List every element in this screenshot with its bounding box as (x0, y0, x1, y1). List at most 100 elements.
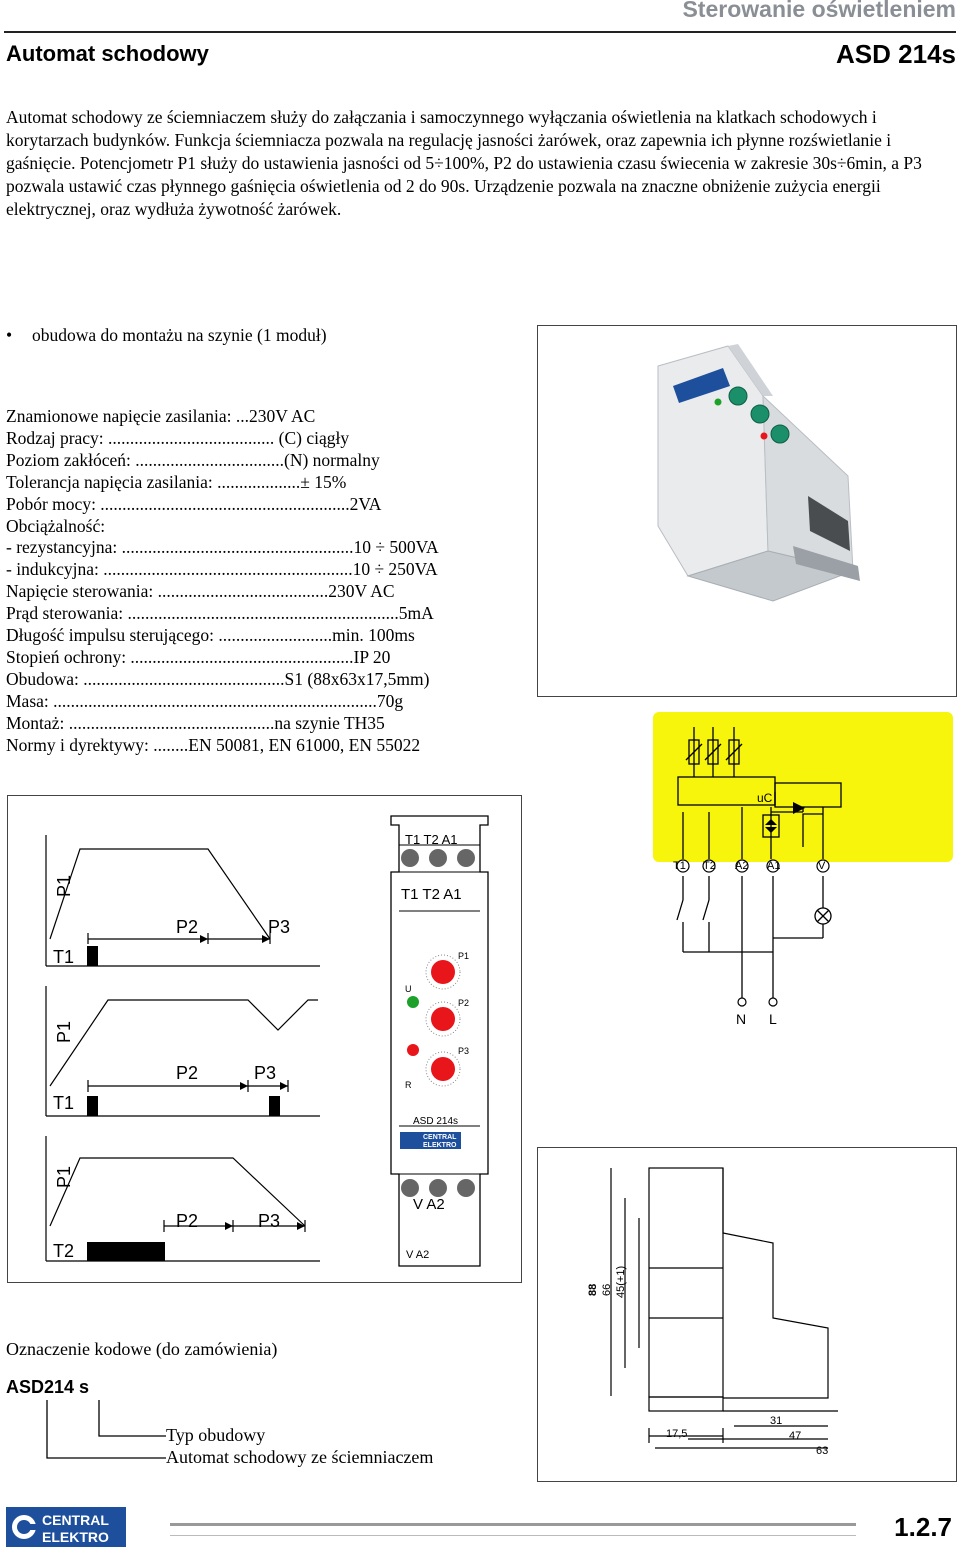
spec-row: Długość impulsu sterującego: ...........… (6, 625, 415, 646)
brand-logo (400, 1132, 461, 1149)
dimension-drawing: 88 66 45(+1) 17,5 31 47 63 (587, 1167, 838, 1457)
p2-label: P2 (176, 1211, 198, 1231)
led-green-icon (714, 398, 722, 406)
terminal-label: V (818, 860, 826, 872)
header-divider (4, 31, 956, 33)
category-header: Sterowanie oświetleniem (682, 0, 956, 22)
terminal-label: T1 (673, 860, 686, 872)
width-17-label: 17,5 (666, 1428, 687, 1440)
p1-axis-label: P1 (54, 875, 74, 897)
terminal-a2 (735, 859, 749, 873)
height-88-label: 88 (587, 1284, 599, 1296)
spec-row: - indukcyjna: ..........................… (6, 559, 438, 580)
p1-panel-label: P1 (458, 951, 469, 961)
t2-label: T2 (53, 1241, 74, 1261)
t1-pulse (269, 1096, 280, 1116)
p3-label: P3 (254, 1063, 276, 1083)
logo-line: CENTRAL (42, 1512, 109, 1528)
p3-label: P3 (268, 917, 290, 937)
brand-line: ELEKTRO (423, 1142, 457, 1149)
terminals-bottom: V A2 (413, 1196, 445, 1213)
spec-row: Montaż: ................................… (6, 712, 385, 733)
p2-panel-label: P2 (458, 998, 469, 1008)
t1-pulse (87, 946, 98, 966)
panel-model: ASD 214s (413, 1116, 458, 1127)
logo-line: ELEKTRO (42, 1529, 109, 1545)
neutral-label: N (736, 1011, 746, 1027)
bullet-dot: • (6, 325, 13, 345)
r-panel-label: R (405, 1080, 412, 1090)
p1-axis-label: P1 (54, 1166, 74, 1188)
order-code-type-label: Typ obudowy (166, 1425, 266, 1445)
height-66-label: 66 (601, 1284, 613, 1296)
p2-knob (750, 404, 770, 424)
led-u-icon (407, 996, 419, 1008)
spec-row: - rezystancyjna: .......................… (6, 537, 439, 558)
p1-axis-label: P1 (54, 1021, 74, 1043)
microcontroller-box (774, 782, 842, 808)
t1-label: T1 (53, 947, 74, 967)
order-code-desc-label: Automat schodowy ze ściemniaczem (166, 1447, 434, 1467)
width-31-label: 31 (770, 1415, 782, 1427)
model-title: ASD 214s (836, 39, 956, 69)
t2-signal (87, 1242, 165, 1261)
brand-line: CENTRAL (423, 1134, 457, 1141)
p2-knob-icon (431, 1007, 455, 1031)
terminal-t2 (702, 859, 716, 873)
terminal-label: T2 (703, 860, 716, 872)
spec-row: Napięcie sterowania: ...................… (6, 581, 395, 602)
din-module-illustration (657, 344, 860, 602)
triac-rect (762, 814, 780, 838)
page-number: 1.2.7 (894, 1512, 952, 1542)
spec-row: Normy i dyrektywy: ........EN 50081, EN … (6, 734, 421, 755)
terminal-a1 (766, 859, 780, 873)
timing-diagram-box: P1 P2 P3 T1 P1 P2 P3 T1 P1 P2 P3 T2 (7, 795, 522, 1283)
line-label: L (769, 1011, 777, 1027)
device-front-panel: CENTRAL ELEKTRO (390, 815, 489, 1267)
width-47-label: 47 (789, 1430, 801, 1442)
terminal-label: A1 (767, 860, 780, 872)
footer-divider (170, 1535, 856, 1536)
terminals-bottom-small: V A2 (406, 1249, 429, 1261)
p3-knob-icon (431, 1057, 455, 1081)
p3-label: P3 (258, 1211, 280, 1231)
intro-paragraph: Automat schodowy ze ściemniaczem służy d… (6, 107, 922, 219)
t1-pulse (87, 1096, 98, 1116)
timing-diagrams: P1 P2 P3 T1 P1 P2 P3 T1 P1 P2 P3 T2 (45, 815, 489, 1267)
spec-list: Znamionowe napięcie zasilania: ...230V A… (6, 406, 439, 757)
terminal-label: A2 (735, 860, 748, 872)
spec-row: Obciążalność: (6, 515, 106, 536)
terminal-v (816, 859, 830, 873)
page-title: Automat schodowy (6, 41, 209, 66)
p2-label: P2 (176, 1063, 198, 1083)
p1-knob-icon (431, 960, 455, 984)
footer-logo: CENTRAL ELEKTRO (6, 1507, 126, 1547)
p2-label: P2 (176, 917, 198, 937)
p3-panel-label: P3 (458, 1046, 469, 1056)
led-red-icon (760, 432, 768, 440)
dimension-drawing-box: 88 66 45(+1) 17,5 31 47 63 (537, 1147, 957, 1482)
order-code-leaders (46, 1400, 166, 1459)
p1-knob (728, 386, 748, 406)
order-code: ASD214 s (6, 1377, 90, 1397)
height-45-label: 45(+1) (615, 1266, 627, 1298)
spec-row: Obudowa: ...............................… (6, 668, 430, 689)
p3-knob (770, 424, 790, 444)
spec-row: Masa: ..................................… (6, 690, 404, 711)
terminals-top: T1 T2 A1 (401, 886, 462, 903)
u-panel-label: U (405, 984, 412, 994)
uc-label: uC (757, 791, 773, 805)
spec-row: Stopień ochrony: .......................… (6, 646, 391, 667)
wiring-schematic: uC T1 T2 A2 A1 V N L (673, 727, 842, 1027)
spec-row: Prąd sterowania: .......................… (6, 603, 434, 624)
terminal-t1 (676, 859, 690, 873)
brand-label (673, 368, 730, 403)
spec-row: Pobór mocy: ............................… (6, 493, 382, 514)
spec-row: Rodzaj pracy: ..........................… (6, 427, 350, 448)
product-photo (537, 325, 957, 697)
footer-divider (170, 1523, 856, 1526)
spec-row: Tolerancja napięcia zasilania: .........… (6, 471, 347, 492)
width-63-label: 63 (816, 1445, 828, 1457)
terminals-top-small: T1 T2 A1 (405, 832, 458, 847)
order-code-heading: Oznaczenie kodowe (do zamówienia) (6, 1339, 278, 1359)
